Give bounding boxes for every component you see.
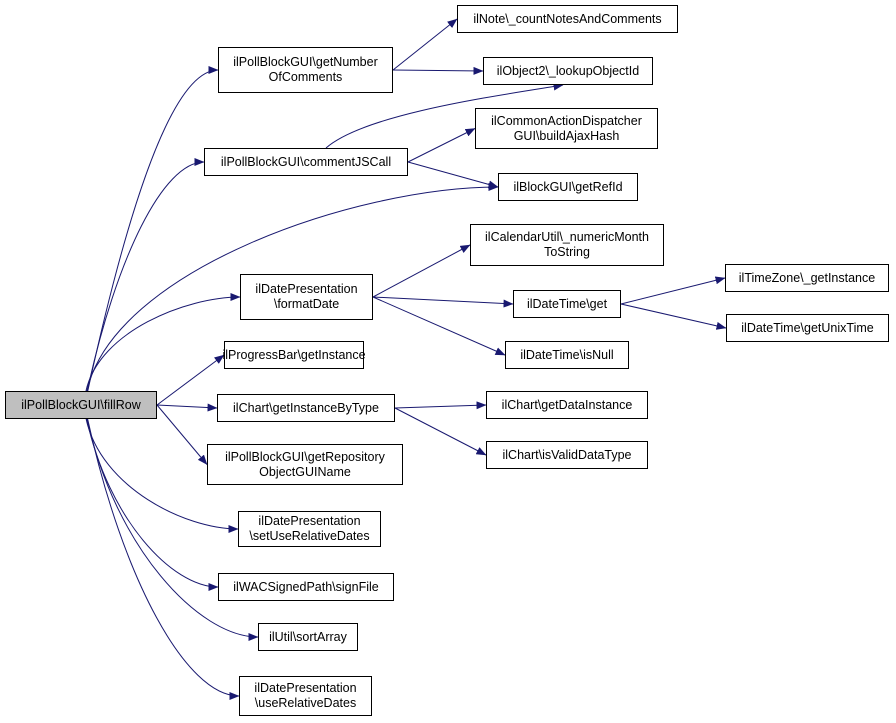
node-label: ilPollBlockGUI\fillRow	[21, 397, 141, 412]
edge-fill-row-to-set-use-relative-dates	[85, 418, 239, 533]
edge-fill-row-to-progress-bar	[156, 354, 225, 406]
node-label: ilCalendarUtil\_numericMonth	[485, 230, 649, 244]
edge-fill-row-to-get-repository-object-guiname	[156, 404, 208, 465]
edge-date-time-get-to-get-unix-time	[620, 303, 727, 330]
node-fill-row: ilPollBlockGUI\fillRow	[5, 391, 157, 419]
node-label: \useRelativeDates	[254, 696, 357, 710]
node-label: ilDateTime\get	[526, 296, 608, 311]
node-label: ilDatePresentation	[258, 514, 361, 528]
edge-fill-row-to-format-date	[85, 293, 241, 392]
node-date-time-get[interactable]: ilDateTime\get	[513, 290, 621, 318]
node-label: ilBlockGUI\getRefId	[513, 179, 623, 194]
node-format-date[interactable]: ilDatePresentation\formatDate	[240, 274, 373, 320]
edge-get-instance-by-type-to-get-data-instance	[394, 401, 487, 410]
node-label: ToString	[544, 245, 590, 259]
edge-format-date-to-numeric-month	[372, 244, 471, 298]
edge-comment-jscall-to-build-ajax-hash	[407, 128, 476, 163]
node-label: \formatDate	[273, 297, 340, 311]
edge-get-number-of-comments-to-lookup-object-id	[392, 66, 484, 75]
node-label: ilChart\isValidDataType	[502, 447, 632, 462]
node-is-null[interactable]: ilDateTime\isNull	[505, 341, 629, 369]
node-label: \setUseRelativeDates	[249, 529, 370, 543]
node-label: ilChart\getInstanceByType	[233, 400, 379, 415]
node-get-data-instance[interactable]: ilChart\getDataInstance	[486, 391, 648, 419]
node-label: ilCommonActionDispatcher	[491, 113, 642, 128]
node-comment-jscall[interactable]: ilPollBlockGUI\commentJSCall	[204, 148, 408, 176]
node-sort-array[interactable]: ilUtil\sortArray	[258, 623, 358, 651]
node-label: GUI\buildAjaxHash	[513, 128, 620, 143]
node-label: ilTimeZone\_getInstance	[738, 270, 876, 285]
node-progress-bar[interactable]: ilProgressBar\getInstance	[222, 341, 366, 369]
node-label: ilPollBlockGUI\commentJSCall	[220, 154, 392, 169]
edge-get-number-of-comments-to-count-notes	[392, 18, 458, 71]
edge-fill-row-to-get-instance-by-type	[156, 403, 218, 412]
node-label: ilDatePresentation	[254, 681, 357, 695]
node-label: ilPollBlockGUI\getRepository	[225, 449, 385, 464]
node-is-valid-data-type[interactable]: ilChart\isValidDataType	[486, 441, 648, 469]
node-label: ilObject2\_lookupObjectId	[496, 63, 640, 78]
node-label: ObjectGUIName	[259, 464, 351, 479]
edge-fill-row-to-comment-jscall	[86, 158, 205, 392]
node-set-use-relative-dates[interactable]: ilDatePresentation\setUseRelativeDates	[238, 511, 381, 547]
node-label: ilUtil\sortArray	[269, 629, 347, 644]
node-count-notes[interactable]: ilNote\_countNotesAndComments	[457, 5, 678, 33]
edge-get-instance-by-type-to-is-valid-data-type	[394, 407, 487, 456]
node-get-ref-id[interactable]: ilBlockGUI\getRefId	[498, 173, 638, 201]
node-lookup-object-id[interactable]: ilObject2\_lookupObjectId	[483, 57, 653, 85]
node-label: ilProgressBar\getInstance	[222, 347, 366, 362]
node-label: ilDateTime\getUnixTime	[741, 320, 874, 335]
edge-format-date-to-is-null	[372, 296, 506, 356]
edge-fill-row-to-get-ref-id	[86, 183, 499, 392]
edge-date-time-get-to-tz-get-instance	[620, 276, 726, 305]
edge-format-date-to-date-time-get	[372, 296, 514, 308]
node-label: ilNote\_countNotesAndComments	[473, 11, 662, 26]
node-sign-file[interactable]: ilWACSignedPath\signFile	[218, 573, 394, 601]
node-use-relative-dates[interactable]: ilDatePresentation\useRelativeDates	[239, 676, 372, 716]
edge-fill-row-to-get-number-of-comments	[87, 66, 219, 392]
node-label: ilPollBlockGUI\getNumber	[233, 55, 378, 69]
edge-fill-row-to-sort-array	[86, 418, 259, 641]
node-label: OfComments	[268, 70, 343, 84]
node-get-unix-time[interactable]: ilDateTime\getUnixTime	[726, 314, 889, 342]
edge-comment-jscall-to-get-ref-id	[407, 161, 499, 189]
node-label: ilChart\getDataInstance	[501, 397, 633, 412]
node-get-instance-by-type[interactable]: ilChart\getInstanceByType	[217, 394, 395, 422]
node-label: ilWACSignedPath\signFile	[233, 579, 379, 594]
edge-comment-jscall-to-lookup-object-id	[325, 82, 564, 149]
node-tz-get-instance[interactable]: ilTimeZone\_getInstance	[725, 264, 889, 292]
edge-fill-row-to-use-relative-dates	[87, 418, 240, 700]
node-label: ilDatePresentation	[255, 282, 358, 296]
node-label: ilDateTime\isNull	[520, 347, 614, 362]
